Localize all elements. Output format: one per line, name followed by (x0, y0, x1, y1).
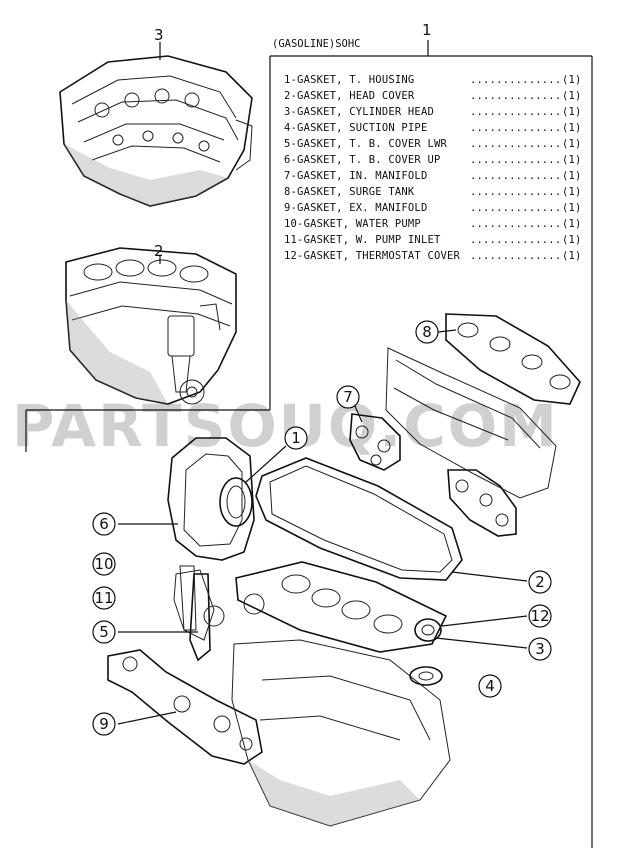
callout-label: 9 (99, 715, 109, 733)
callout-10: 10 (92, 552, 116, 576)
part-dots: .............. (470, 202, 561, 214)
block-number: 2 (154, 242, 164, 260)
parts-list-header: (GASOLINE)SOHC (272, 38, 361, 50)
callout-5: 5 (92, 620, 116, 644)
part-qty: (1) (562, 90, 582, 102)
callout-circle (336, 385, 360, 409)
part-qty: (1) (562, 122, 582, 134)
callout-label: 10 (94, 555, 113, 573)
callout-4: 4 (478, 674, 502, 698)
part-row: 5-GASKET, T. B. COVER LWR..............(… (284, 138, 582, 150)
callout-label: 11 (94, 589, 113, 607)
part-dots: .............. (470, 250, 561, 262)
callout-1: 1 (284, 426, 308, 450)
exploded-gaskets-illustration (107, 313, 581, 827)
callout-label: 7 (343, 388, 353, 406)
callout-label: 4 (485, 677, 495, 695)
callout-7: 7 (336, 385, 360, 409)
part-qty: (1) (562, 234, 582, 246)
callout-label: 6 (99, 515, 109, 533)
callout-leaders (117, 329, 528, 725)
callout-circle (415, 320, 439, 344)
part-row: 3-GASKET, CYLINDER HEAD..............(1) (284, 106, 582, 118)
part-qty: (1) (562, 202, 582, 214)
part-row: 9-GASKET, EX. MANIFOLD..............(1) (284, 202, 582, 214)
part-dots: .............. (470, 154, 561, 166)
engine-top-illustration: 3 (59, 26, 253, 207)
callout-circle (528, 604, 552, 628)
callout-circle (528, 570, 552, 594)
part-row: 1-GASKET, T. HOUSING..............(1) (284, 74, 582, 86)
assembly-number: 1 (422, 21, 432, 39)
callout-circle (92, 552, 116, 576)
part-row: 10-GASKET, WATER PUMP..............(1) (284, 218, 582, 230)
part-name: 9-GASKET, EX. MANIFOLD (284, 202, 427, 214)
part-row: 6-GASKET, T. B. COVER UP..............(1… (284, 154, 582, 166)
part-qty: (1) (562, 154, 582, 166)
part-name: 6-GASKET, T. B. COVER UP (284, 154, 441, 166)
cylinder-block-illustration: 2 (65, 242, 237, 405)
part-row: 8-GASKET, SURGE TANK..............(1) (284, 186, 582, 198)
part-dots: .............. (470, 74, 561, 86)
part-dots: .............. (470, 106, 561, 118)
part-dots: .............. (470, 138, 561, 150)
part-name: 2-GASKET, HEAD COVER (284, 90, 415, 102)
part-name: 1-GASKET, T. HOUSING (284, 74, 414, 86)
callout-9: 9 (92, 712, 116, 736)
part-row: 11-GASKET, W. PUMP INLET..............(1… (284, 234, 582, 246)
part-dots: .............. (470, 122, 561, 134)
part-row: 2-GASKET, HEAD COVER..............(1) (284, 90, 582, 102)
callout-11: 11 (92, 586, 116, 610)
part-dots: .............. (470, 234, 561, 246)
part-name: 3-GASKET, CYLINDER HEAD (284, 106, 434, 118)
callout-label: 2 (535, 573, 545, 591)
callout-label: 3 (535, 640, 545, 658)
callout-12: 12 (528, 604, 552, 628)
part-row: 12-GASKET, THERMOSTAT COVER.............… (284, 250, 582, 262)
part-qty: (1) (562, 138, 582, 150)
part-dots: .............. (470, 218, 561, 230)
callout-6: 6 (92, 512, 116, 536)
callout-circle (92, 512, 116, 536)
part-qty: (1) (562, 250, 582, 262)
part-qty: (1) (562, 218, 582, 230)
callout-circle (92, 712, 116, 736)
part-row: 4-GASKET, SUCTION PIPE..............(1) (284, 122, 582, 134)
callout-2: 2 (528, 570, 552, 594)
part-name: 12-GASKET, THERMOSTAT COVER (284, 250, 461, 262)
callout-circle (92, 620, 116, 644)
part-dots: .............. (470, 90, 561, 102)
callout-circle (284, 426, 308, 450)
part-qty: (1) (562, 74, 582, 86)
callout-circle (92, 586, 116, 610)
part-name: 8-GASKET, SURGE TANK (284, 186, 415, 198)
engine-top-number: 3 (154, 26, 164, 44)
part-dots: .............. (470, 186, 561, 198)
part-name: 4-GASKET, SUCTION PIPE (284, 122, 427, 134)
part-name: 11-GASKET, W. PUMP INLET (284, 234, 441, 246)
part-name: 5-GASKET, T. B. COVER LWR (284, 138, 448, 150)
part-name: 7-GASKET, IN. MANIFOLD (284, 170, 427, 182)
callout-label: 5 (99, 623, 109, 641)
part-qty: (1) (562, 186, 582, 198)
part-row: 7-GASKET, IN. MANIFOLD..............(1) (284, 170, 582, 182)
watermark: PARTSOUQ.COM (12, 392, 559, 460)
callout-8: 8 (415, 320, 439, 344)
part-qty: (1) (562, 170, 582, 182)
parts-list: (GASOLINE)SOHC 1 1-GASKET, T. HOUSING...… (25, 21, 593, 848)
callout-circle (528, 637, 552, 661)
callout-label: 8 (422, 323, 432, 341)
callout-circle (478, 674, 502, 698)
part-dots: .............. (470, 170, 561, 182)
callout-label: 1 (291, 429, 301, 447)
callout-3: 3 (528, 637, 552, 661)
part-name: 10-GASKET, WATER PUMP (284, 218, 421, 230)
part-qty: (1) (562, 106, 582, 118)
callout-label: 12 (530, 607, 549, 625)
